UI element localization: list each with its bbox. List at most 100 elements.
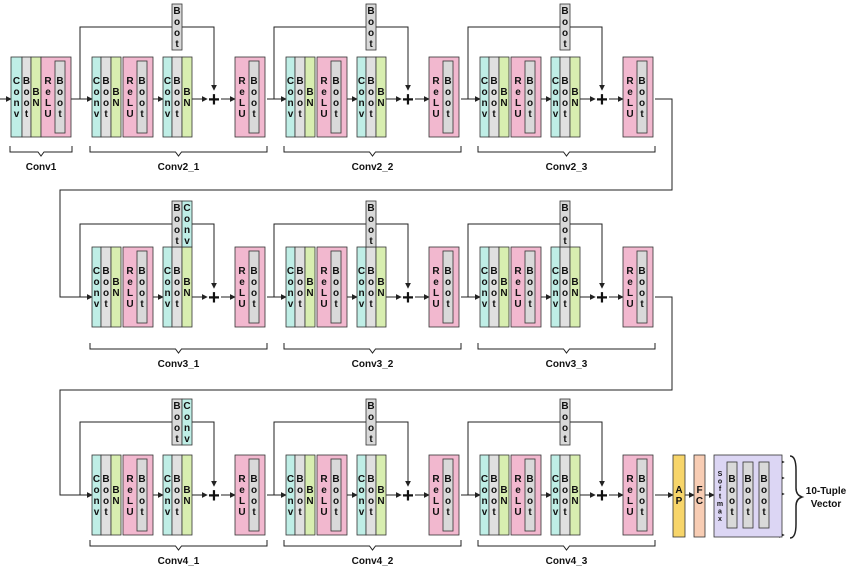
stage-label: Conv1 (26, 162, 57, 173)
boot-box (330, 458, 342, 532)
skip-line (570, 421, 605, 487)
add-operator: + (596, 89, 608, 111)
average-pool-layer (672, 454, 686, 538)
skip-line (467, 26, 560, 99)
boot-box (524, 250, 536, 324)
stage-label: Conv3_1 (158, 359, 200, 370)
bn-layer (110, 56, 122, 138)
stage-brace (89, 343, 268, 354)
bn-layer (304, 454, 316, 536)
bn-layer (304, 246, 316, 328)
skip-line (79, 421, 172, 495)
add-operator: + (208, 287, 220, 309)
bn-layer (375, 56, 387, 138)
stage-label: Conv4_3 (546, 556, 588, 567)
bn-layer (110, 454, 122, 536)
stage-brace (477, 343, 656, 354)
bn-layer (181, 56, 193, 138)
bn-layer (569, 56, 581, 138)
add-operator: + (596, 485, 608, 507)
skip-line (376, 26, 411, 91)
stage-label: Conv2_3 (546, 162, 588, 173)
softmax-boot-box (726, 461, 738, 529)
boot-box (636, 458, 648, 532)
add-operator: + (208, 485, 220, 507)
boot-box (636, 60, 648, 134)
output-label-line2: Vector (811, 499, 842, 510)
skip-line (467, 223, 560, 297)
boot-box (136, 60, 148, 134)
stage-label: Conv2_1 (158, 162, 200, 173)
boot-box (524, 458, 536, 532)
add-operator: + (402, 287, 414, 309)
add-operator: + (402, 485, 414, 507)
bn-layer (498, 246, 510, 328)
skip-boot-box (559, 398, 571, 446)
skip-line (79, 223, 172, 297)
skip-line (273, 223, 366, 297)
skip-boot-box (559, 200, 571, 248)
stage-label: Conv4_2 (352, 556, 394, 567)
bn-layer (375, 246, 387, 328)
skip-line (192, 421, 217, 487)
add-operator: + (596, 287, 608, 309)
boot-box (248, 250, 260, 324)
skip-boot-box (559, 3, 571, 51)
stage-label: Conv3_2 (352, 359, 394, 370)
connection-lines (0, 26, 785, 538)
output-brace (789, 455, 805, 539)
skip-conv-box (181, 200, 193, 248)
boot-box (330, 60, 342, 134)
skip-line (273, 26, 366, 99)
